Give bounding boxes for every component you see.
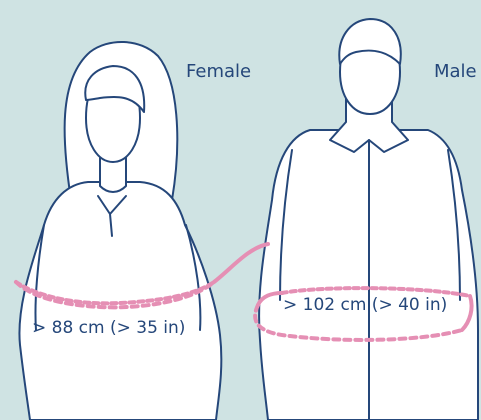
female-label: Female	[186, 61, 251, 82]
male-label: Male	[434, 61, 477, 82]
female-waist-threshold: > 88 cm (> 35 in)	[32, 318, 185, 338]
tape-connector	[214, 244, 268, 282]
female-figure	[19, 42, 221, 420]
female-neck	[100, 158, 126, 192]
male-waist-threshold: > 102 cm (> 40 in)	[283, 295, 447, 315]
